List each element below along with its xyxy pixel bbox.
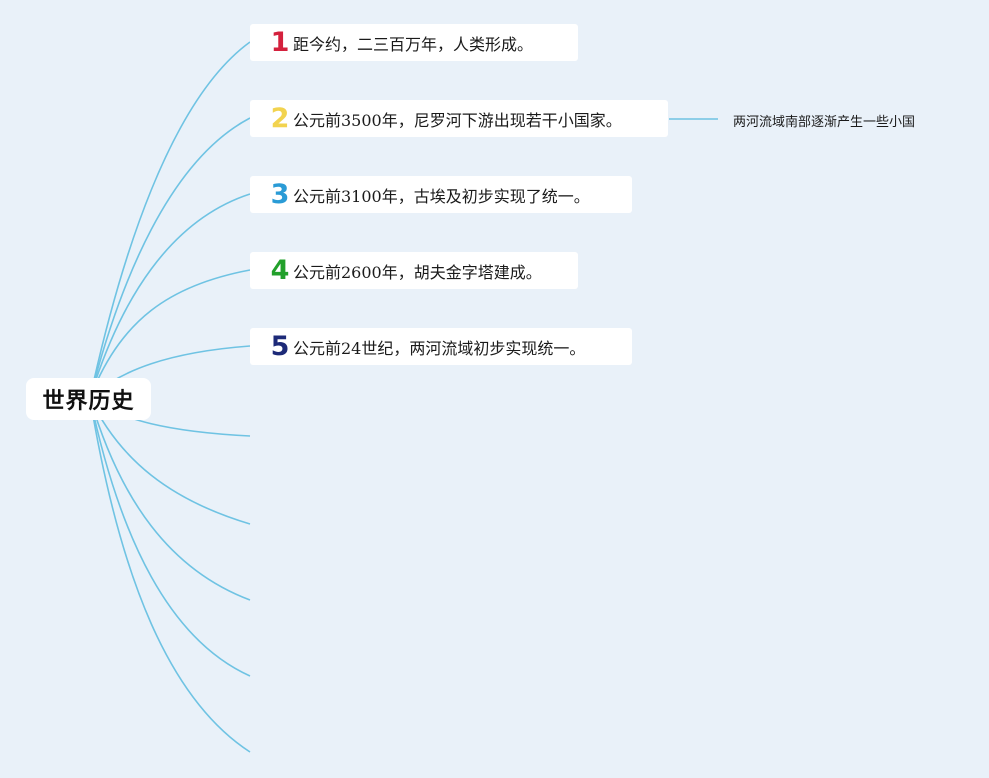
branch-line-empty-4 bbox=[89, 397, 251, 677]
topic-text-5: 公元前24世纪，两河流域初步实现统一。 bbox=[293, 338, 586, 358]
subtopic-node[interactable]: 两河流域南部逐渐产生一些小国 bbox=[733, 111, 915, 130]
branch-line-topic-2 bbox=[89, 117, 251, 399]
topic-node-3[interactable]: 3 公元前3100年，古埃及初步实现了统一。 bbox=[250, 176, 632, 213]
topic-text-4: 公元前2600年，胡夫金字塔建成。 bbox=[293, 262, 542, 282]
topic-node-2[interactable]: 2 公元前3500年，尼罗河下游出现若干小国家。 bbox=[250, 100, 668, 137]
branch-line-topic-1 bbox=[89, 41, 251, 399]
root-node[interactable]: 世界历史 bbox=[26, 378, 151, 420]
topic-text-1: 距今约，二三百万年，人类形成。 bbox=[293, 34, 534, 54]
branch-line-topic-3 bbox=[89, 193, 251, 399]
branch-line-empty-3 bbox=[89, 397, 251, 601]
branch-line-topic-4 bbox=[89, 269, 251, 399]
subtopic-text: 两河流域南部逐渐产生一些小国 bbox=[733, 115, 916, 130]
topic-node-1[interactable]: 1 距今约，二三百万年，人类形成。 bbox=[250, 24, 578, 61]
topic-number-5: 5 bbox=[270, 331, 290, 362]
topic-number-2: 2 bbox=[270, 103, 290, 134]
topic-text-3: 公元前3100年，古埃及初步实现了统一。 bbox=[293, 186, 590, 206]
topic-text-2: 公元前3500年，尼罗河下游出现若干小国家。 bbox=[293, 110, 622, 130]
topic-number-4: 4 bbox=[270, 255, 290, 286]
topic-node-5[interactable]: 5 公元前24世纪，两河流域初步实现统一。 bbox=[250, 328, 632, 365]
root-label: 世界历史 bbox=[42, 389, 135, 414]
topic-number-1: 1 bbox=[270, 27, 290, 58]
topic-number-3: 3 bbox=[270, 179, 290, 210]
branch-line-empty-5 bbox=[89, 397, 251, 753]
topic-node-4[interactable]: 4 公元前2600年，胡夫金字塔建成。 bbox=[250, 252, 578, 289]
